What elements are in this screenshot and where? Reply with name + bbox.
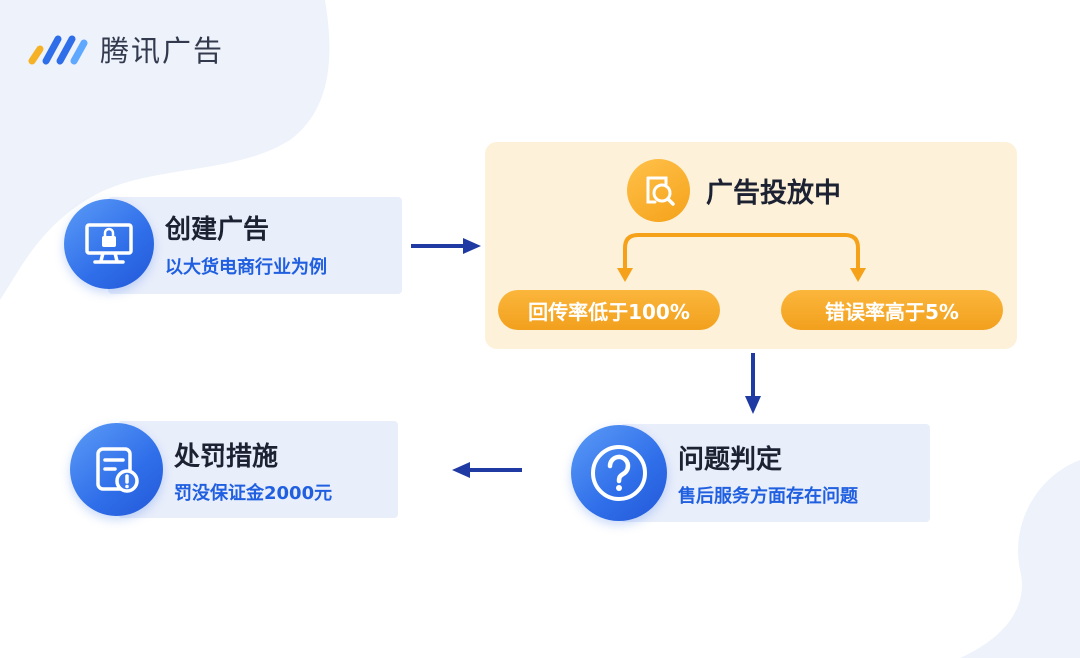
create-ad-subtitle: 以大货电商行业为例 — [165, 257, 327, 278]
issue-judge-card — [620, 424, 930, 522]
issue-judge-title: 问题判定 — [678, 445, 783, 475]
search-magnifier-icon — [627, 159, 690, 222]
brand-logo: 腾讯广告 — [26, 28, 224, 70]
monitor-lock-icon — [64, 199, 154, 289]
ad-delivering-title: 广告投放中 — [706, 178, 841, 209]
condition-callback-rate: 回传率低于100% — [498, 290, 720, 330]
document-warning-icon — [70, 423, 163, 516]
issue-judge-subtitle: 售后服务方面存在问题 — [678, 486, 858, 507]
penalty-subtitle: 罚没保证金2000元 — [174, 483, 333, 504]
penalty-title: 处罚措施 — [174, 442, 279, 472]
condition-error-rate: 错误率高于5% — [781, 290, 1003, 330]
penalty-card — [118, 421, 398, 518]
create-ad-title: 创建广告 — [165, 215, 270, 245]
brand-name: 腾讯广告 — [100, 34, 225, 68]
brand-logo-mark-icon — [28, 35, 88, 65]
question-mark-icon — [571, 425, 667, 521]
create-ad-card — [108, 197, 402, 294]
